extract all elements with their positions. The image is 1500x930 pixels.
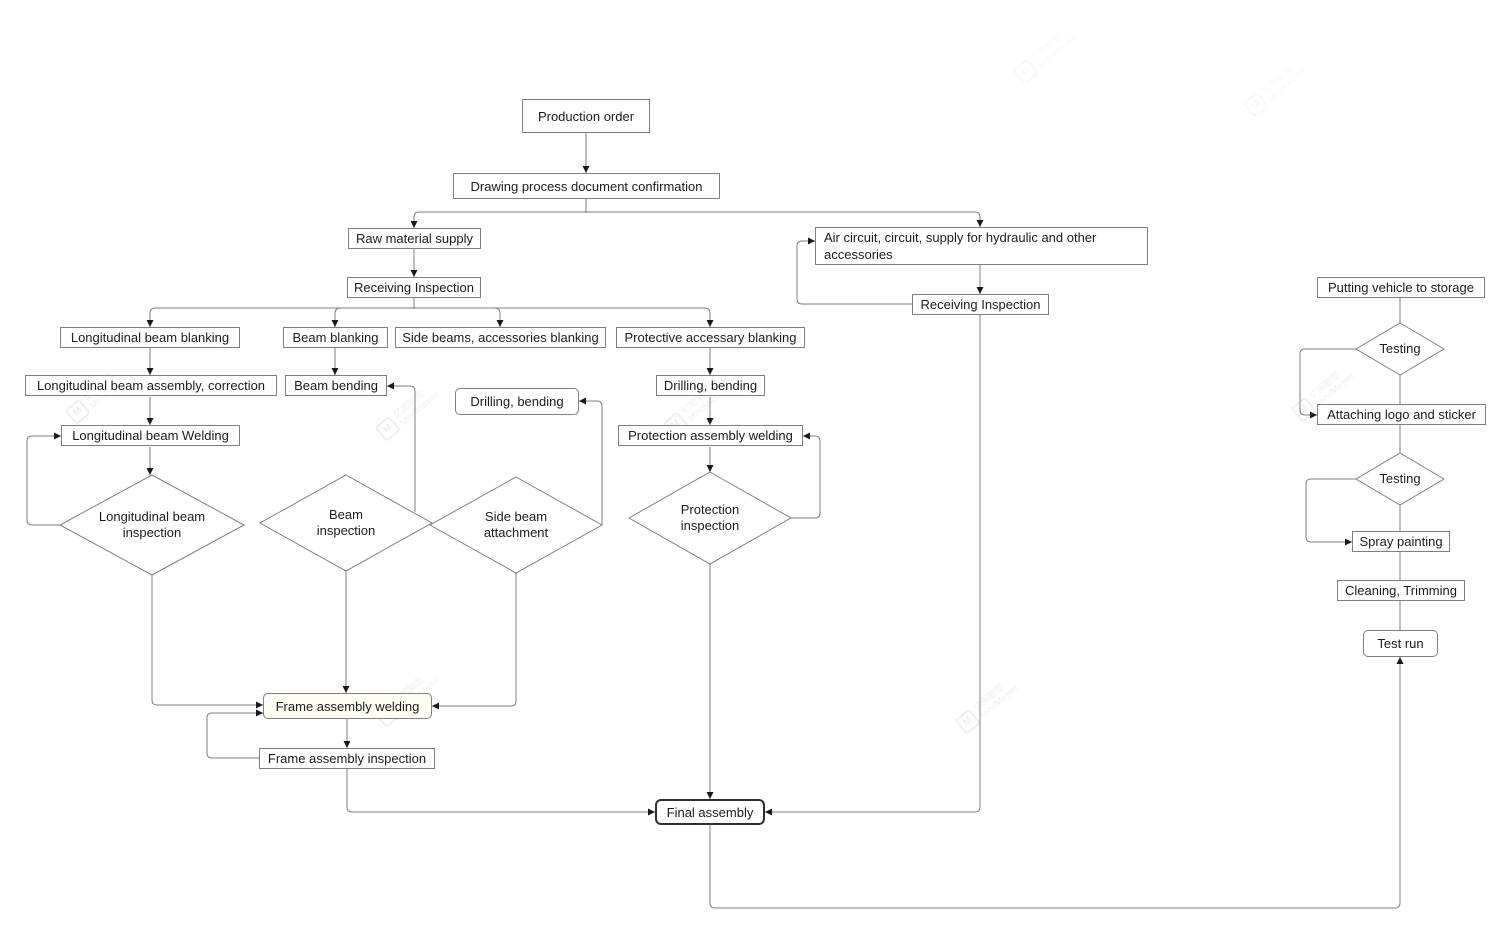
- connector-testing-lower-rework-loop: [1305, 478, 1356, 546]
- connector-receiving-right-to-final: [765, 315, 981, 816]
- node-cleaning-trimming: Cleaning, Trimming: [1337, 580, 1465, 601]
- connector-pinspection-rework-loop: [791, 432, 821, 519]
- connector-drawing-to-aircircuit: [586, 211, 984, 227]
- diamond-label-longitudinal-beam-inspection: Longitudinal beam inspection: [98, 509, 206, 540]
- node-spray-painting: Spray painting: [1352, 531, 1450, 552]
- diamond-label-testing-upper: Testing: [1379, 341, 1421, 356]
- node-receiving-inspection-right: Receiving Inspection: [912, 294, 1049, 315]
- connector-drawing-to-rawmaterial: [410, 211, 586, 228]
- connector-beaminspection-rework-loop: [387, 382, 416, 512]
- diamond-label-testing-lower: Testing: [1379, 471, 1421, 486]
- node-putting-vehicle-to-storage: Putting vehicle to storage: [1317, 277, 1485, 298]
- connector-sidebeam-to-framewelding: [432, 573, 517, 710]
- node-beam-blanking: Beam blanking: [283, 327, 388, 348]
- connector-testing-upper-rework-loop: [1299, 348, 1357, 419]
- diamond-testing-lower: [1355, 452, 1445, 506]
- diamond-label-beam-inspection: Beam inspection: [316, 507, 376, 538]
- node-test-run: Test run: [1363, 630, 1438, 657]
- diamond-longitudinal-beam-inspection: [58, 474, 246, 576]
- node-frame-assembly-inspection: Frame assembly inspection: [259, 748, 435, 769]
- node-side-beams-accessories-blanking: Side beams, accessories blanking: [395, 327, 606, 348]
- connector-frameinspection-rework-loop: [206, 709, 263, 759]
- connector-linspection-rework-loop: [26, 432, 61, 526]
- connector-linspection-to-framewelding: [151, 575, 263, 709]
- diamond-beam-inspection: [258, 474, 434, 572]
- node-attaching-logo-and-sticker: Attaching logo and sticker: [1317, 404, 1486, 425]
- node-production-order: Production order: [522, 99, 650, 133]
- diamond-side-beam-attachment: [428, 476, 604, 574]
- node-drilling-bending-side: Drilling, bending: [455, 388, 579, 415]
- diamond-testing-upper: [1355, 322, 1445, 376]
- diamond-protection-inspection: [627, 471, 793, 565]
- connector-split-to-beam-blanking: [331, 307, 414, 327]
- node-raw-material-supply: Raw material supply: [348, 228, 481, 249]
- node-longitudinal-beam-blanking: Longitudinal beam blanking: [60, 327, 240, 348]
- connector-sidebeam-rework-loop: [579, 397, 603, 525]
- node-protection-assembly-welding: Protection assembly welding: [618, 425, 803, 446]
- node-final-assembly: Final assembly: [655, 799, 765, 825]
- diamond-label-protection-inspection: Protection inspection: [680, 502, 740, 533]
- node-drawing-process-confirmation: Drawing process document confirmation: [453, 173, 720, 199]
- connector-final-to-testrun: [709, 657, 1404, 909]
- node-drilling-bending-protective: Drilling, bending: [656, 375, 765, 396]
- node-protective-accessary-blanking: Protective accessary blanking: [616, 327, 805, 348]
- node-longitudinal-beam-assembly-correction: Longitudinal beam assembly, correction: [25, 375, 277, 396]
- node-receiving-inspection-left: Receiving Inspection: [347, 277, 481, 298]
- connector-split-to-sidebeams-blanking: [414, 307, 504, 327]
- connector-split-to-longitudinal-blanking: [146, 307, 414, 327]
- diamond-label-side-beam-attachment: Side beam attachment: [483, 509, 549, 540]
- node-frame-assembly-welding: Frame assembly welding: [263, 693, 432, 719]
- connector-split-to-protective-blanking: [414, 307, 714, 327]
- connector-receiving-right-rework-loop: [796, 237, 912, 305]
- connector-frameinspection-to-final: [346, 769, 655, 816]
- node-beam-bending: Beam bending: [285, 375, 387, 396]
- node-air-circuit-supply: Air circuit, circuit, supply for hydraul…: [815, 227, 1148, 265]
- node-longitudinal-beam-welding: Longitudinal beam Welding: [61, 425, 240, 446]
